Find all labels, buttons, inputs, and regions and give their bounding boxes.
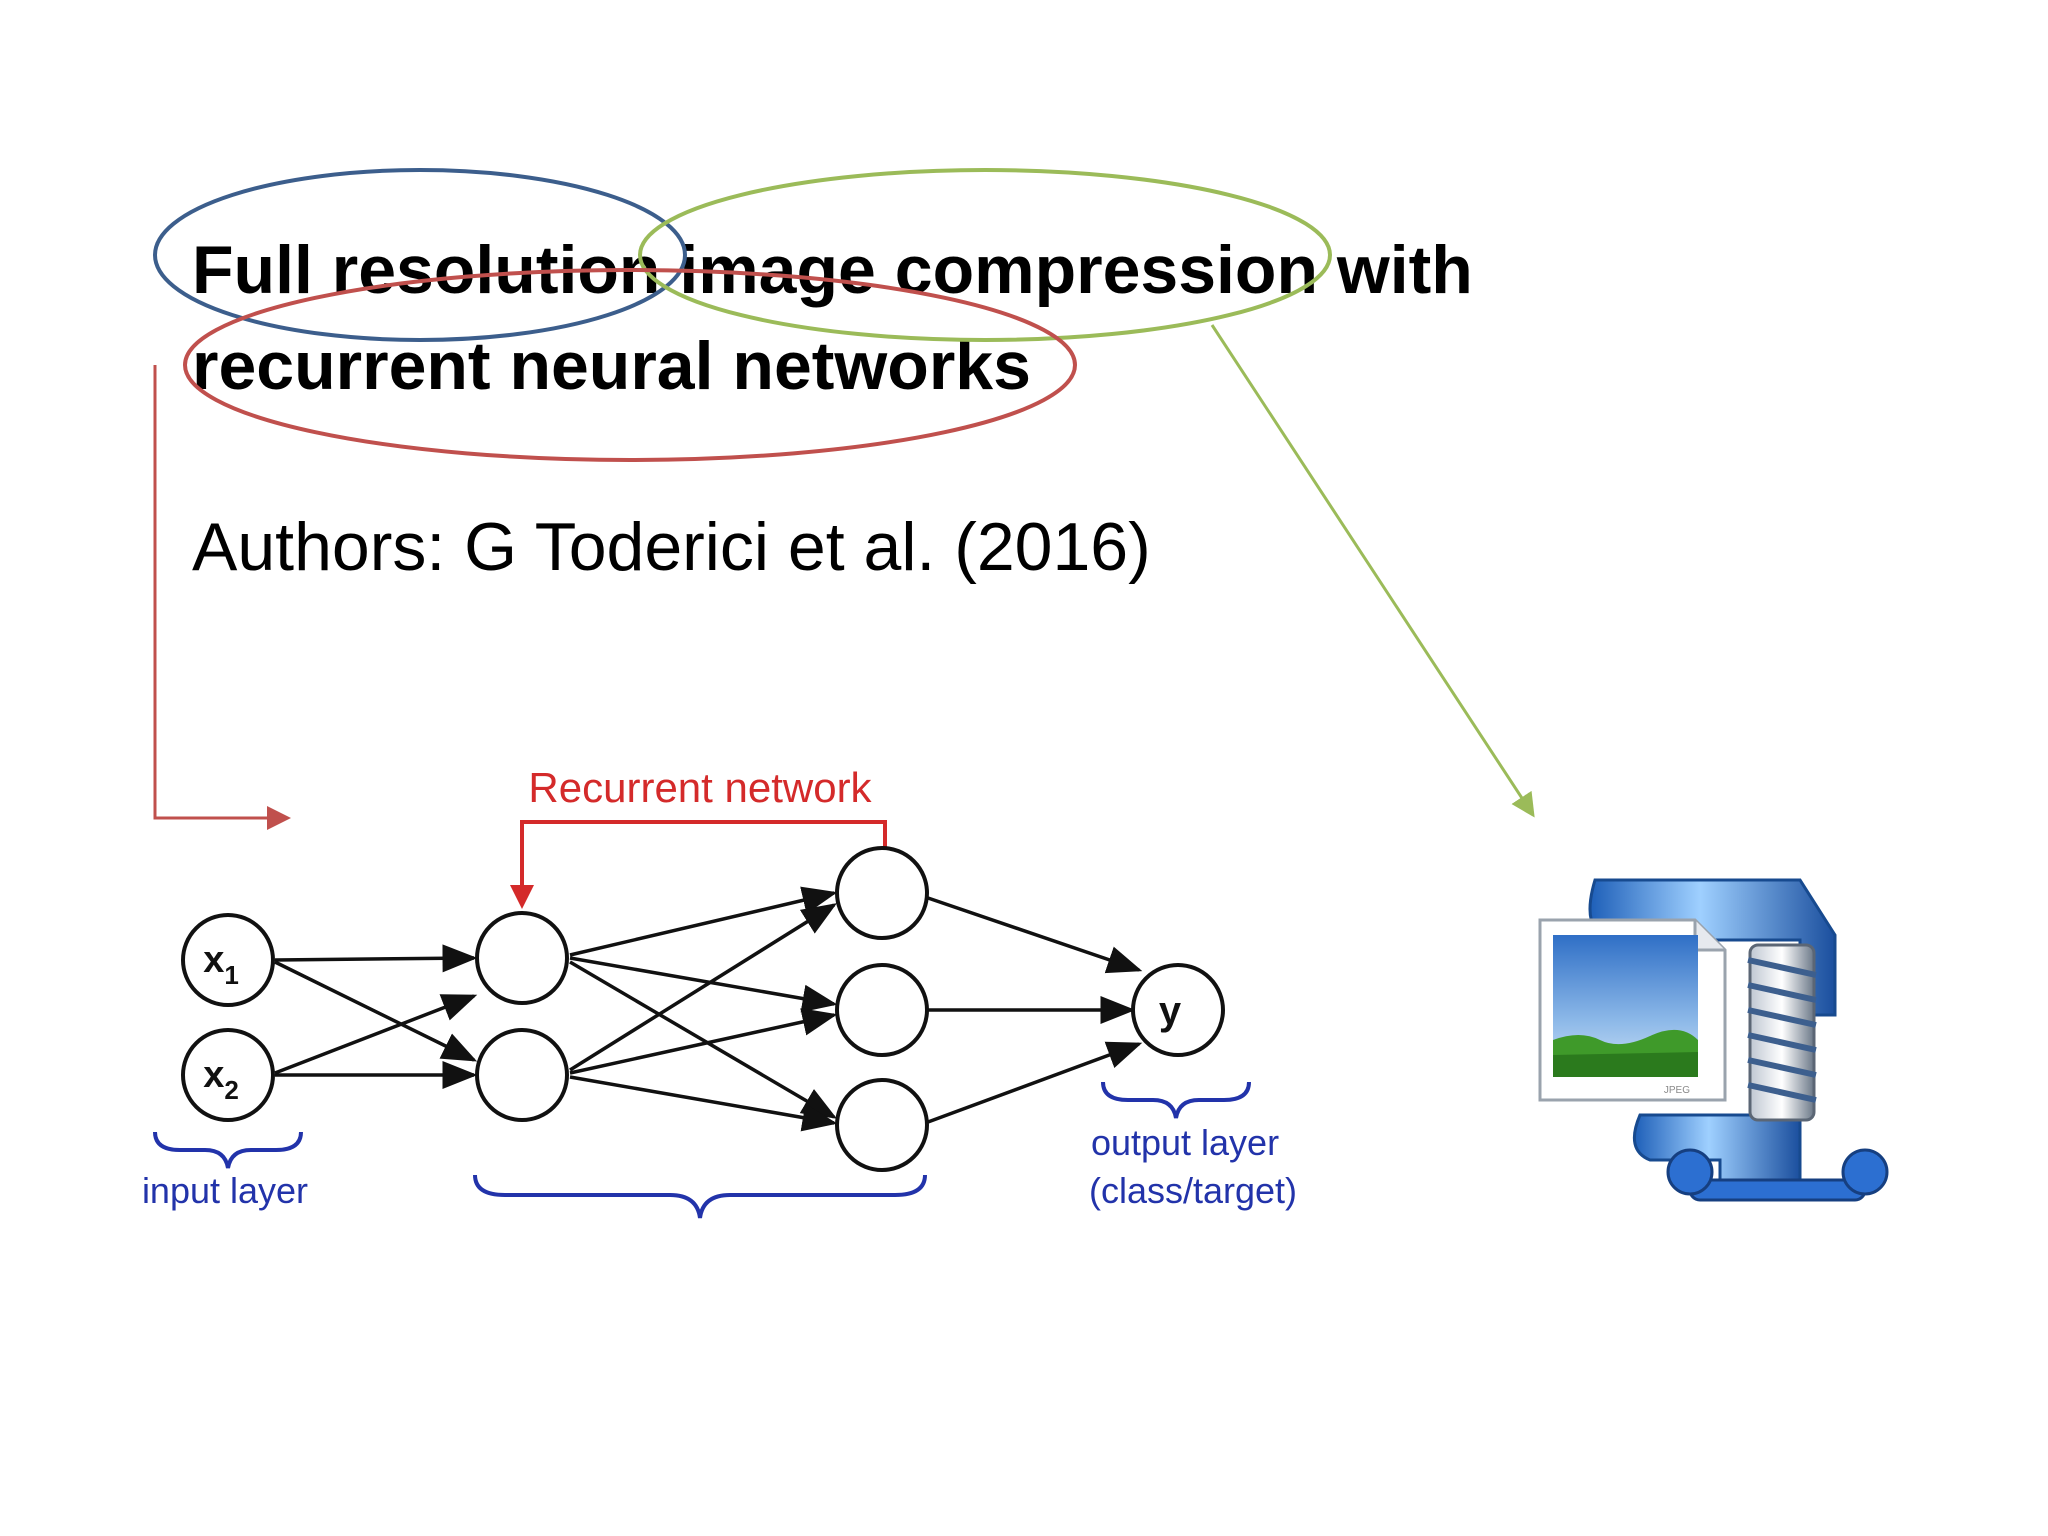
hidden-node-1-1 — [475, 911, 569, 1005]
output-layer-brace — [1101, 1081, 1251, 1119]
title-line-1: Full resolution image compression with — [192, 232, 1473, 308]
hidden-layer-brace — [473, 1174, 927, 1219]
input-node-1: x1 — [181, 913, 275, 1007]
svg-text:x1: x1 — [203, 939, 239, 990]
hidden-node-1-2 — [475, 1028, 569, 1122]
svg-text:x2: x2 — [203, 1054, 239, 1105]
input-layer-brace — [153, 1131, 303, 1169]
recurrent-feedback-arrow — [510, 820, 887, 909]
green-highlight-ellipse — [638, 168, 1332, 342]
recurrent-network-label: Recurrent network — [528, 764, 872, 811]
file-type-tag: JPEG — [1664, 1085, 1690, 1096]
input-layer-label: input layer — [142, 1170, 308, 1211]
green-connector-arrow — [1210, 324, 1535, 818]
compressed-image-icon: JPEG — [1538, 878, 1889, 1202]
title-line-2: recurrent neural networks — [192, 328, 1031, 404]
red-highlight-ellipse — [183, 268, 1077, 462]
output-layer-label-2: (class/target) — [1089, 1170, 1297, 1211]
authors-line: Authors: G Toderici et al. (2016) — [192, 509, 1151, 585]
svg-text:y: y — [1159, 989, 1182, 1033]
slide-title: Full resolution image compression with r… — [192, 222, 1592, 414]
network-edges — [274, 886, 1143, 1132]
output-layer-label-1: output layer — [1091, 1122, 1279, 1163]
output-node: y — [1131, 963, 1225, 1057]
hidden-node-2-2 — [835, 963, 929, 1057]
input-node-2: x2 — [181, 1028, 275, 1122]
hidden-node-2-3 — [835, 1078, 929, 1172]
blue-highlight-ellipse — [153, 168, 687, 342]
red-connector-arrow — [153, 365, 291, 830]
hidden-node-2-1 — [835, 846, 929, 940]
